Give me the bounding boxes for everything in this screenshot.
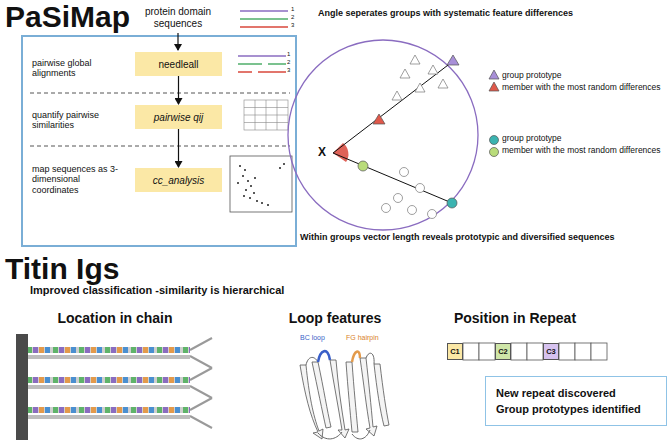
sequence-number: 2 <box>287 59 295 66</box>
repeat-cell: C2 <box>495 343 511 360</box>
sequence-number: 1 <box>287 51 295 58</box>
plot-footnote: Within groups vector length reveals prot… <box>300 232 670 242</box>
legend-text: group prototype <box>502 134 562 144</box>
loop-label: BC loop <box>300 334 340 342</box>
sequence-number: 3 <box>291 22 299 29</box>
node-text: Group prototypes identified <box>496 401 641 418</box>
node-text: C3 <box>546 347 556 356</box>
repeat-cell: C3 <box>543 343 559 360</box>
section-title: Titin Igs <box>5 252 205 287</box>
step-label: quantify pairwise similarities <box>32 110 128 131</box>
section-subtitle: Improved classification -similarity is h… <box>30 284 430 297</box>
result-box: New repeat discoveredGroup prototypes id… <box>485 376 667 426</box>
legend-text: member with the most random differences <box>502 83 661 93</box>
loop-label: FG hairpin <box>346 334 396 342</box>
repeat-cell: C1 <box>447 343 463 360</box>
panel-heading: Location in chain <box>40 310 190 326</box>
node-text: needleall <box>158 59 198 70</box>
node-text: New repeat discovered <box>496 385 616 402</box>
step-label: pairwise global alignments <box>32 58 128 79</box>
flow-arrow <box>178 76 179 104</box>
node-text: C2 <box>498 347 508 356</box>
input-label: protein domain sequences <box>138 6 218 29</box>
angle-vertex: X <box>318 146 330 160</box>
process-box: pairwise qij <box>135 105 222 129</box>
sequence-number: 2 <box>291 14 299 21</box>
step-label: map sequences as 3-dimensional coordinat… <box>32 164 128 195</box>
process-box: needleall <box>135 52 222 76</box>
node-text: cc_analysis <box>153 175 205 186</box>
flow-arrow <box>178 129 179 167</box>
legend-text: member with the most random differences <box>502 146 661 156</box>
legend-text: group prototype <box>502 71 562 81</box>
process-box: cc_analysis <box>135 168 222 192</box>
panel-heading: Loop features <box>275 310 395 326</box>
sequence-number: 1 <box>291 6 299 13</box>
sequence-number: 3 <box>287 67 295 74</box>
title: PaSiMap <box>5 0 130 35</box>
plot-heading: Angle seperates groups with systematic f… <box>318 8 658 18</box>
node-text: C1 <box>450 347 460 356</box>
node-text: pairwise qij <box>154 112 203 123</box>
panel-heading: Position in Repeat <box>440 310 590 326</box>
